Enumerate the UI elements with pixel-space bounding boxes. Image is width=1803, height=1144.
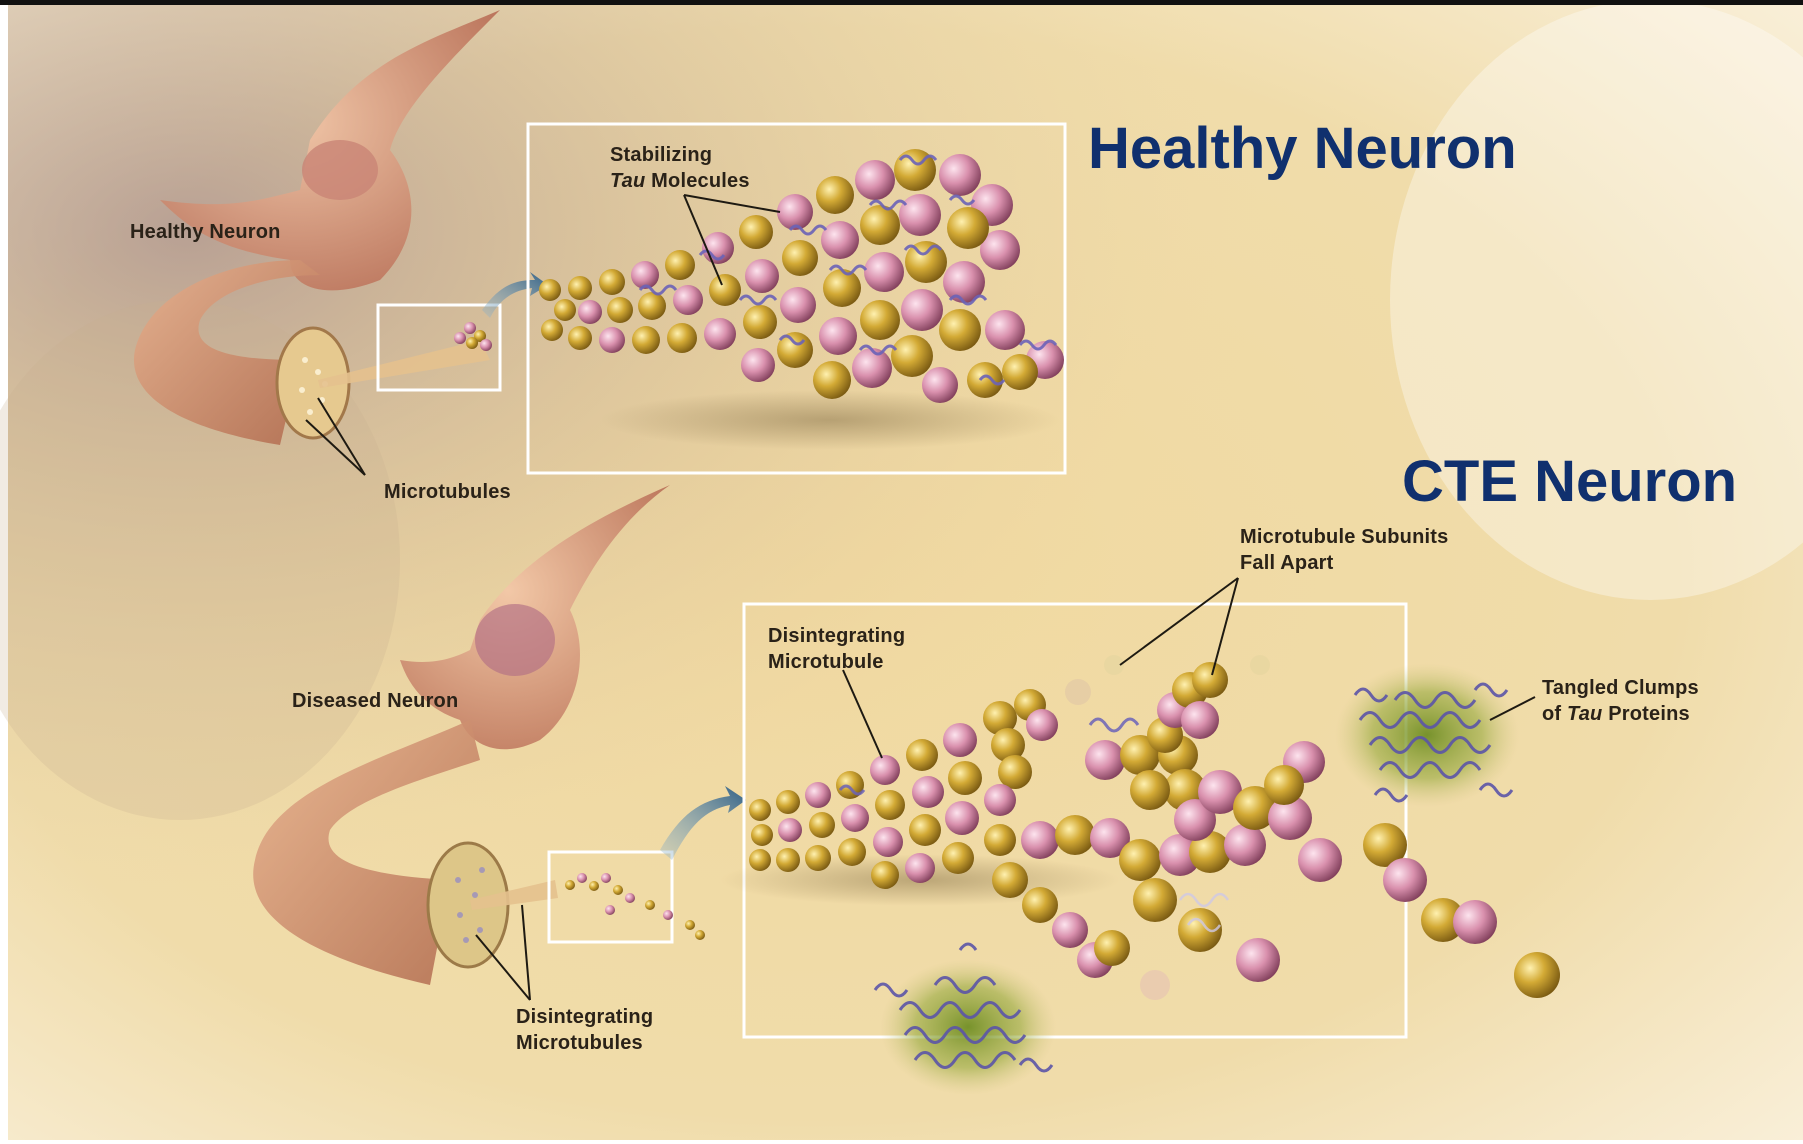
stabilizing-line1: Stabilizing xyxy=(610,142,750,168)
tangled-proteins-word: Proteins xyxy=(1602,703,1689,725)
diseased-neuron-label: Diseased Neuron xyxy=(292,688,458,714)
tangled-tau-word: Tau xyxy=(1567,703,1602,725)
disintegrating-microtubule-line1: Disintegrating xyxy=(768,623,905,649)
subunits-line1: Microtubule Subunits xyxy=(1240,524,1448,550)
stabilizing-tau-label: Stabilizing Tau Molecules xyxy=(610,142,750,194)
tangled-of-word: of xyxy=(1542,703,1567,725)
subunits-fall-apart-label: Microtubule Subunits Fall Apart xyxy=(1240,524,1448,576)
disintegrating-microtubule-line2: Microtubule xyxy=(768,649,905,675)
healthy-neuron-title: Healthy Neuron xyxy=(1088,120,1517,178)
disintegrating-microtubules-line1: Disintegrating xyxy=(516,1004,653,1030)
disintegrating-microtubules-label: Disintegrating Microtubules xyxy=(516,1004,653,1056)
tangled-line2: of Tau Proteins xyxy=(1542,701,1699,727)
disintegrating-microtubule-label: Disintegrating Microtubule xyxy=(768,623,905,675)
tau-word: Tau xyxy=(610,170,645,192)
tangled-clumps-label: Tangled Clumps of Tau Proteins xyxy=(1542,675,1699,727)
tangled-line1: Tangled Clumps xyxy=(1542,675,1699,701)
disintegrating-microtubules-line2: Microtubules xyxy=(516,1030,653,1056)
microtubules-label: Microtubules xyxy=(384,479,511,505)
stabilizing-line2: Tau Molecules xyxy=(610,168,750,194)
cte-neuron-title: CTE Neuron xyxy=(1402,453,1737,511)
subunits-line2: Fall Apart xyxy=(1240,550,1448,576)
healthy-neuron-label: Healthy Neuron xyxy=(130,219,281,245)
molecules-word: Molecules xyxy=(645,170,749,192)
